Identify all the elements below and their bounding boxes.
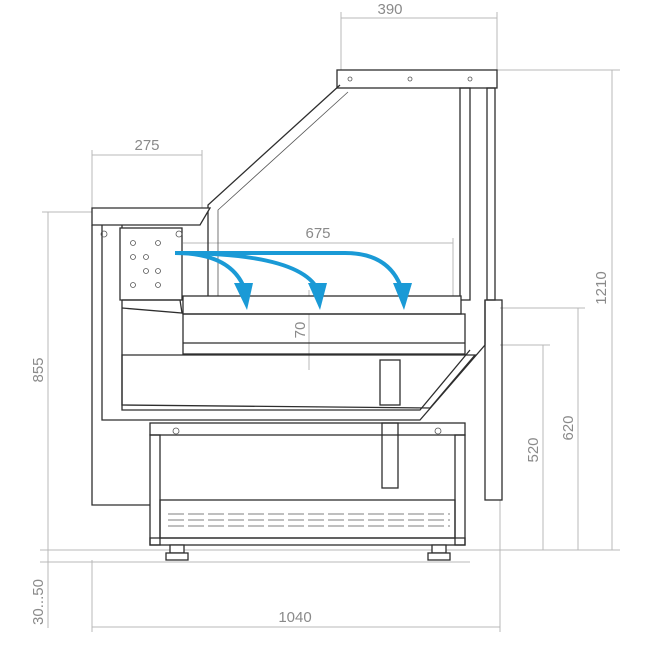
dim-display-height: 520	[525, 437, 542, 462]
dimension-labels: 390 275 675 1040 70 855 30...50 1210 620…	[30, 1, 610, 626]
dim-shelf-depth: 675	[305, 225, 330, 242]
dim-total-height: 1210	[593, 271, 610, 304]
dim-counter-height: 855	[30, 357, 47, 382]
airflow-arrow-middle	[174, 251, 320, 291]
dim-shelf-height: 70	[292, 322, 309, 339]
dim-total-depth: 1040	[278, 609, 311, 626]
dim-worktop-depth: 275	[134, 137, 159, 154]
dim-canopy-depth: 390	[377, 1, 402, 18]
dim-front-height: 620	[560, 415, 577, 440]
airflow-arrow-far	[175, 251, 404, 291]
dim-foot-adjust: 30...50	[30, 579, 47, 625]
dimension-lines	[40, 12, 620, 632]
airflow-arrows	[174, 251, 412, 310]
airflow-arrow-near	[174, 251, 247, 291]
display-case-drawing	[91, 69, 503, 561]
